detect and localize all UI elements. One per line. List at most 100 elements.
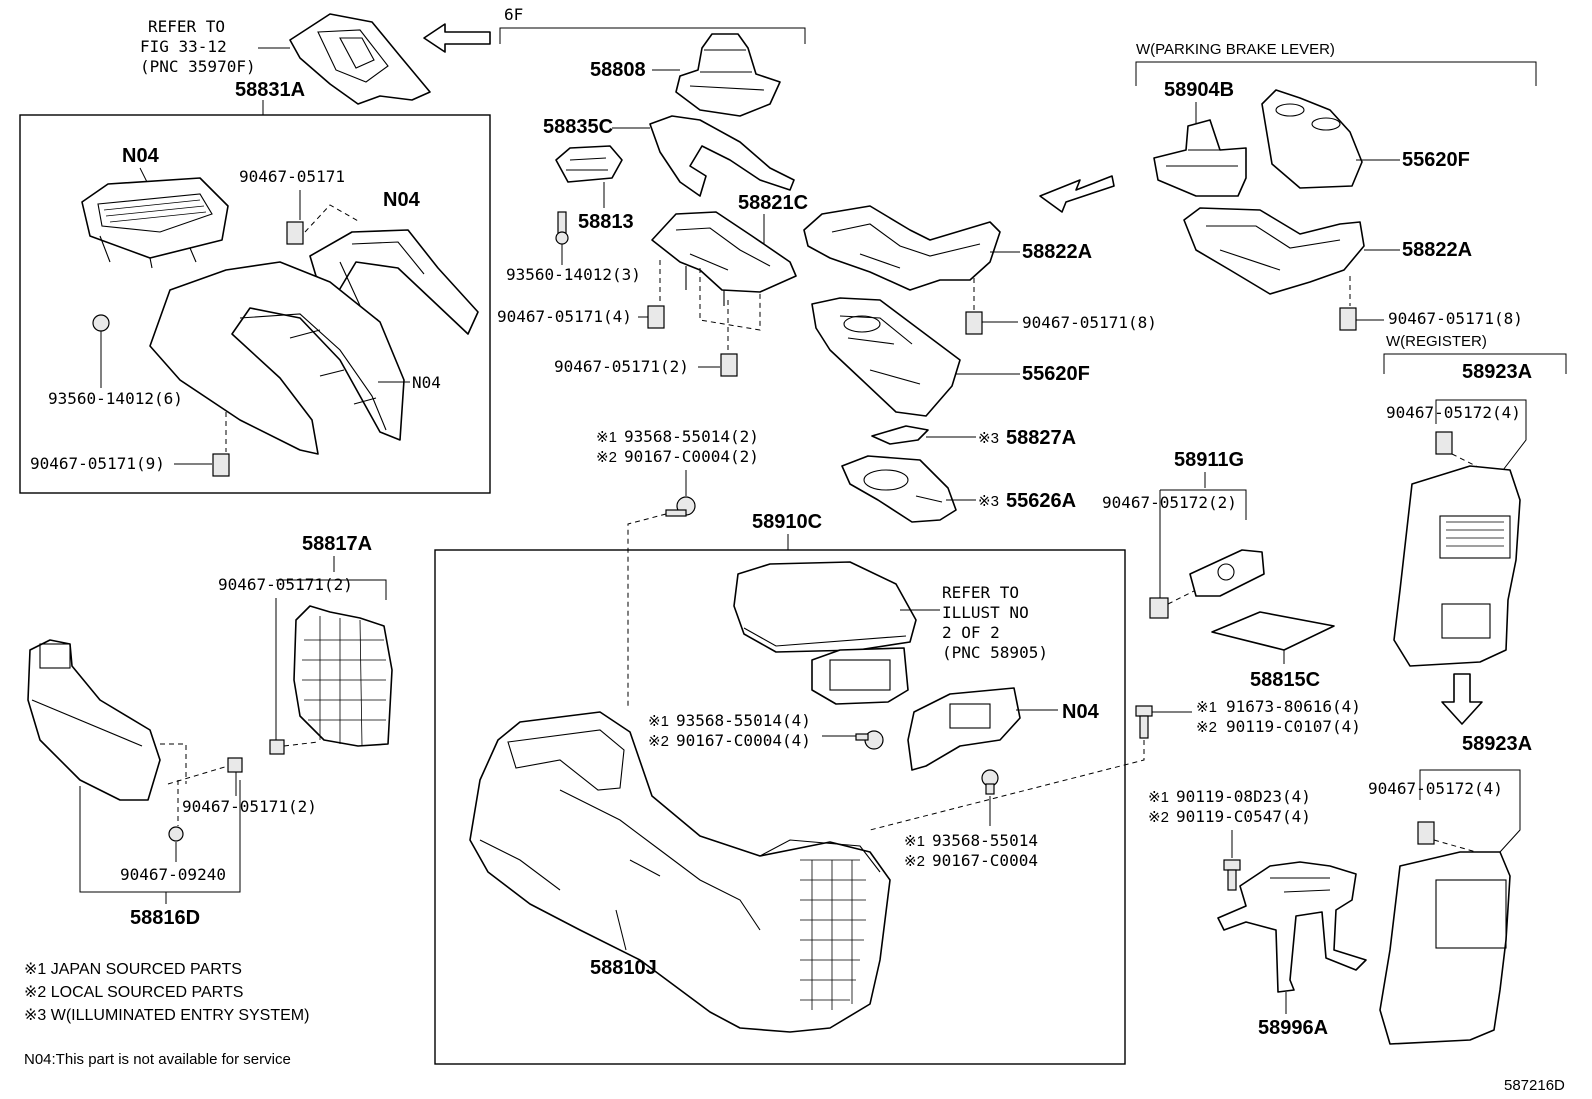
screw-93568-4	[855, 730, 884, 750]
clip-90467-05172-4-bottom-label: 90467-05172(4)	[1368, 779, 1503, 798]
group-6f-label: 6F	[504, 5, 523, 24]
direction-arrow-down	[1441, 673, 1483, 725]
box-58911G-drawing	[1189, 549, 1265, 597]
clip-90467-05171-2-left-bottom-label: 90467-05171(2)	[182, 797, 317, 816]
refer-illust-line-3: 2 OF 2	[942, 623, 1000, 642]
screw-93560-14012-6-label: 93560-14012(6)	[48, 389, 183, 408]
mark3-55626A: ※3	[978, 493, 999, 510]
clip-90467-05172-2	[1149, 597, 1169, 619]
mark1-91673: ※1	[1196, 699, 1217, 716]
refer-illust-line-4: (PNC 58905)	[942, 643, 1048, 662]
clip-90467-05172-2-label: 90467-05172(2)	[1102, 493, 1237, 512]
pnc-58831A: 58831A	[235, 79, 305, 101]
refer-line-3: (PNC 35970F)	[140, 57, 256, 76]
bolt-90119-08d23	[1223, 859, 1241, 891]
console-58822A-center-drawing	[803, 205, 1001, 291]
screw-90167-c0004-4-label: 90167-C0004(4)	[676, 731, 811, 750]
mark2-90167-2: ※2	[596, 449, 617, 466]
clip-90467-05172-4-top	[1435, 431, 1453, 455]
screw-90467-09240	[168, 826, 184, 842]
console-upper-panel-drawing	[81, 177, 229, 269]
bezel-58821C-drawing	[651, 211, 797, 306]
console-58822A-right-drawing	[1183, 207, 1365, 295]
pnc-58923A-top: 58923A	[1462, 361, 1532, 383]
pnc-n04-a: N04	[122, 145, 160, 167]
pnc-58817A: 58817A	[302, 533, 372, 555]
pnc-58904B: 58904B	[1164, 79, 1234, 101]
pnc-n04-b: N04	[383, 189, 421, 211]
pnc-58810J: 58810J	[590, 957, 657, 979]
mark3-58827A: ※3	[978, 430, 999, 447]
pnc-n04-d: N04	[1062, 701, 1100, 723]
clip-90467-05171-4-label: 90467-05171(4)	[497, 307, 632, 326]
rear-panel-58923A-top-drawing	[1393, 465, 1521, 667]
mark1-90119-08d23: ※1	[1148, 789, 1169, 806]
bolt-91673-80616-label: 91673-80616(4)	[1226, 697, 1361, 716]
clip-90467-05171-9-label: 90467-05171(9)	[30, 454, 165, 473]
pnc-58822A-center: 58822A	[1022, 241, 1092, 263]
cup-holder-55620F-right-drawing	[1261, 89, 1363, 189]
clip-90467-05171-8-center-label: 90467-05171(8)	[1022, 313, 1157, 332]
group-6f-bracket: 6F	[499, 5, 806, 44]
bolt-90119-c0107-label: 90119-C0107(4)	[1226, 717, 1361, 736]
mat-58827A-drawing	[871, 425, 929, 445]
mark1-93568-4: ※1	[648, 713, 669, 730]
bolt-91673-80616	[1135, 705, 1153, 739]
clip-90467-05171-9	[212, 453, 230, 477]
clip-90467-05171-4	[647, 305, 665, 329]
legend-note-1: ※1 JAPAN SOURCED PARTS	[24, 961, 242, 978]
switch-58813-drawing	[555, 145, 623, 183]
light-55626A-drawing	[841, 455, 957, 523]
shift-boot-drawing	[675, 33, 781, 117]
bolt-90119-c0547-label: 90119-C0547(4)	[1176, 807, 1311, 826]
armrest-lid-drawing	[733, 561, 917, 705]
pnc-n04-c: N04	[412, 373, 441, 392]
refer-illust-line-2: ILLUST NO	[942, 603, 1029, 622]
pnc-58827A: 58827A	[1006, 427, 1076, 449]
clip-90467-05171-8-right-label: 90467-05171(8)	[1388, 309, 1523, 328]
parking-brake-bracket: W(PARKING BRAKE LEVER)	[1135, 41, 1537, 86]
screw-90167-c0004-label: 90167-C0004	[932, 851, 1038, 870]
parking-brake-label: W(PARKING BRAKE LEVER)	[1136, 41, 1335, 58]
mark1-93568-single: ※1	[904, 833, 925, 850]
legend: ※1 JAPAN SOURCED PARTS ※2 LOCAL SOURCED …	[24, 961, 309, 1068]
screw-93568-55014-4-label: 93568-55014(4)	[676, 711, 811, 730]
clip-90467-05171-8-center	[965, 311, 983, 335]
direction-arrow-down-left	[1039, 175, 1115, 213]
refer-line-1: REFER TO	[148, 17, 225, 36]
legend-note-3: ※3 W(ILLUMINATED ENTRY SYSTEM)	[24, 1007, 309, 1024]
mark1-93568-2: ※1	[596, 429, 617, 446]
console-box-58810J-drawing	[469, 711, 891, 1033]
screw-90467-09240-label: 90467-09240	[120, 865, 226, 884]
mark2-90167-single: ※2	[904, 853, 925, 870]
pnc-58996A: 58996A	[1258, 1017, 1328, 1039]
clip-90467-05172-4-top-label: 90467-05172(4)	[1386, 403, 1521, 422]
pnc-58822A-right: 58822A	[1402, 239, 1472, 261]
direction-arrow-left	[423, 23, 491, 53]
boot-58904B-drawing	[1153, 119, 1247, 197]
register-bracket: W(REGISTER)	[1383, 333, 1567, 374]
bracket-n04-drawing	[907, 687, 1021, 771]
pnc-58816D: 58816D	[130, 907, 200, 929]
pnc-58821C: 58821C	[738, 192, 808, 214]
mark2-90119-c0107: ※2	[1196, 719, 1217, 736]
register-label: W(REGISTER)	[1386, 333, 1487, 350]
clip-90467-05171-2-left-bottom	[227, 757, 243, 773]
clip-90467-05171-2-label: 90467-05171(2)	[554, 357, 689, 376]
screw-93568-single	[981, 769, 999, 795]
refer-fig-33-12: REFER TO FIG 33-12 (PNC 35970F)	[140, 17, 290, 76]
clip-90467-05171-8-right	[1339, 307, 1357, 331]
pnc-58815C: 58815C	[1250, 669, 1320, 691]
screw-93560-14012-3-label: 93560-14012(3)	[506, 265, 641, 284]
screw-90167-c0004-2-label: 90167-C0004(2)	[624, 447, 759, 466]
rear-panel-58923A-bottom-drawing	[1379, 851, 1511, 1045]
clip-90467-05171-2-left-top-label: 90467-05171(2)	[218, 575, 353, 594]
cover-58817A-drawing	[293, 605, 393, 747]
bezel-trim-58835C-drawing	[649, 115, 795, 197]
mat-58815C-drawing	[1211, 611, 1335, 651]
figure-code: 587216D	[1504, 1077, 1565, 1094]
pnc-58923A-bottom: 58923A	[1462, 733, 1532, 755]
cup-holder-55620F-center-drawing	[811, 297, 961, 417]
group-box-58831A	[19, 114, 491, 494]
